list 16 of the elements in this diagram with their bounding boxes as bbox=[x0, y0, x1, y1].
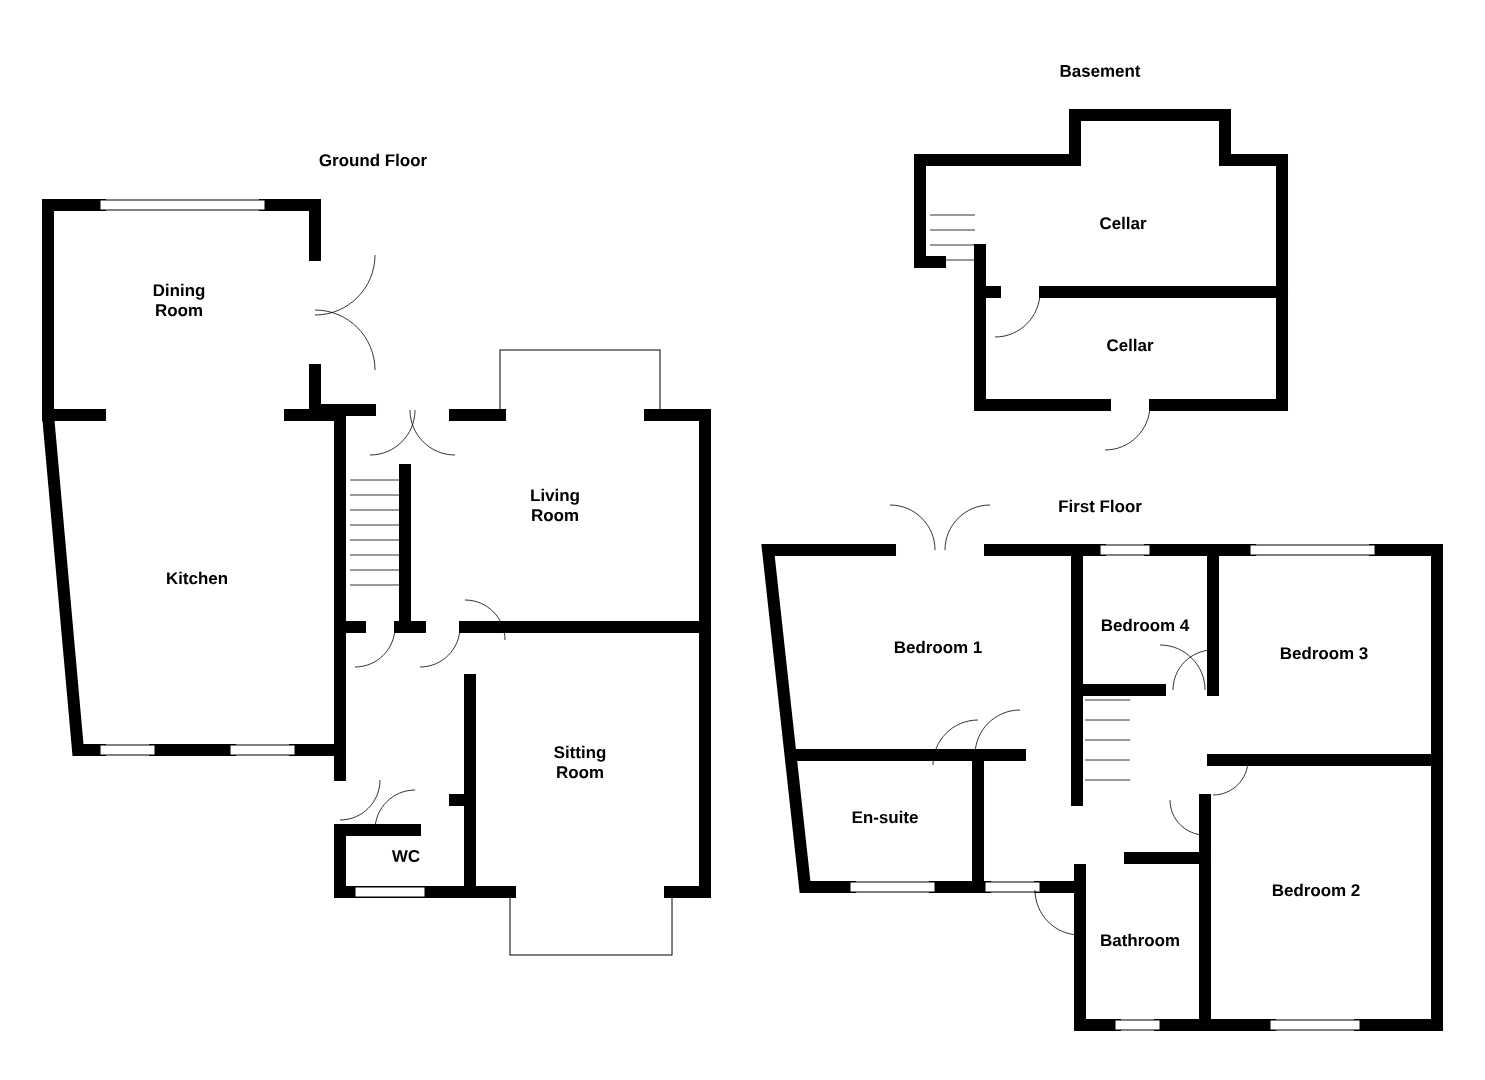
room-label: Sitting Room bbox=[554, 745, 606, 779]
room-label: Bedroom 4 bbox=[1101, 618, 1190, 632]
room-label: Bedroom 2 bbox=[1272, 883, 1360, 897]
room-label: WC bbox=[391, 850, 420, 862]
room-label: Bedroom 1 bbox=[894, 640, 982, 654]
floor-heading: Ground Floor bbox=[319, 153, 427, 167]
room-label: Cellar bbox=[1100, 216, 1147, 230]
room-label: Cellar bbox=[1107, 338, 1154, 352]
room-label: Bathroom bbox=[1101, 933, 1179, 947]
room-label: Living Room bbox=[531, 488, 579, 522]
room-label: Bedroom 3 bbox=[1280, 646, 1368, 660]
room-label: Dining Room bbox=[153, 283, 205, 317]
room-label: En-suite bbox=[852, 810, 918, 824]
floor-heading: Basement bbox=[1060, 65, 1141, 77]
floor-heading: First Floor bbox=[1059, 499, 1142, 513]
room-label: Kitchen bbox=[167, 571, 227, 585]
